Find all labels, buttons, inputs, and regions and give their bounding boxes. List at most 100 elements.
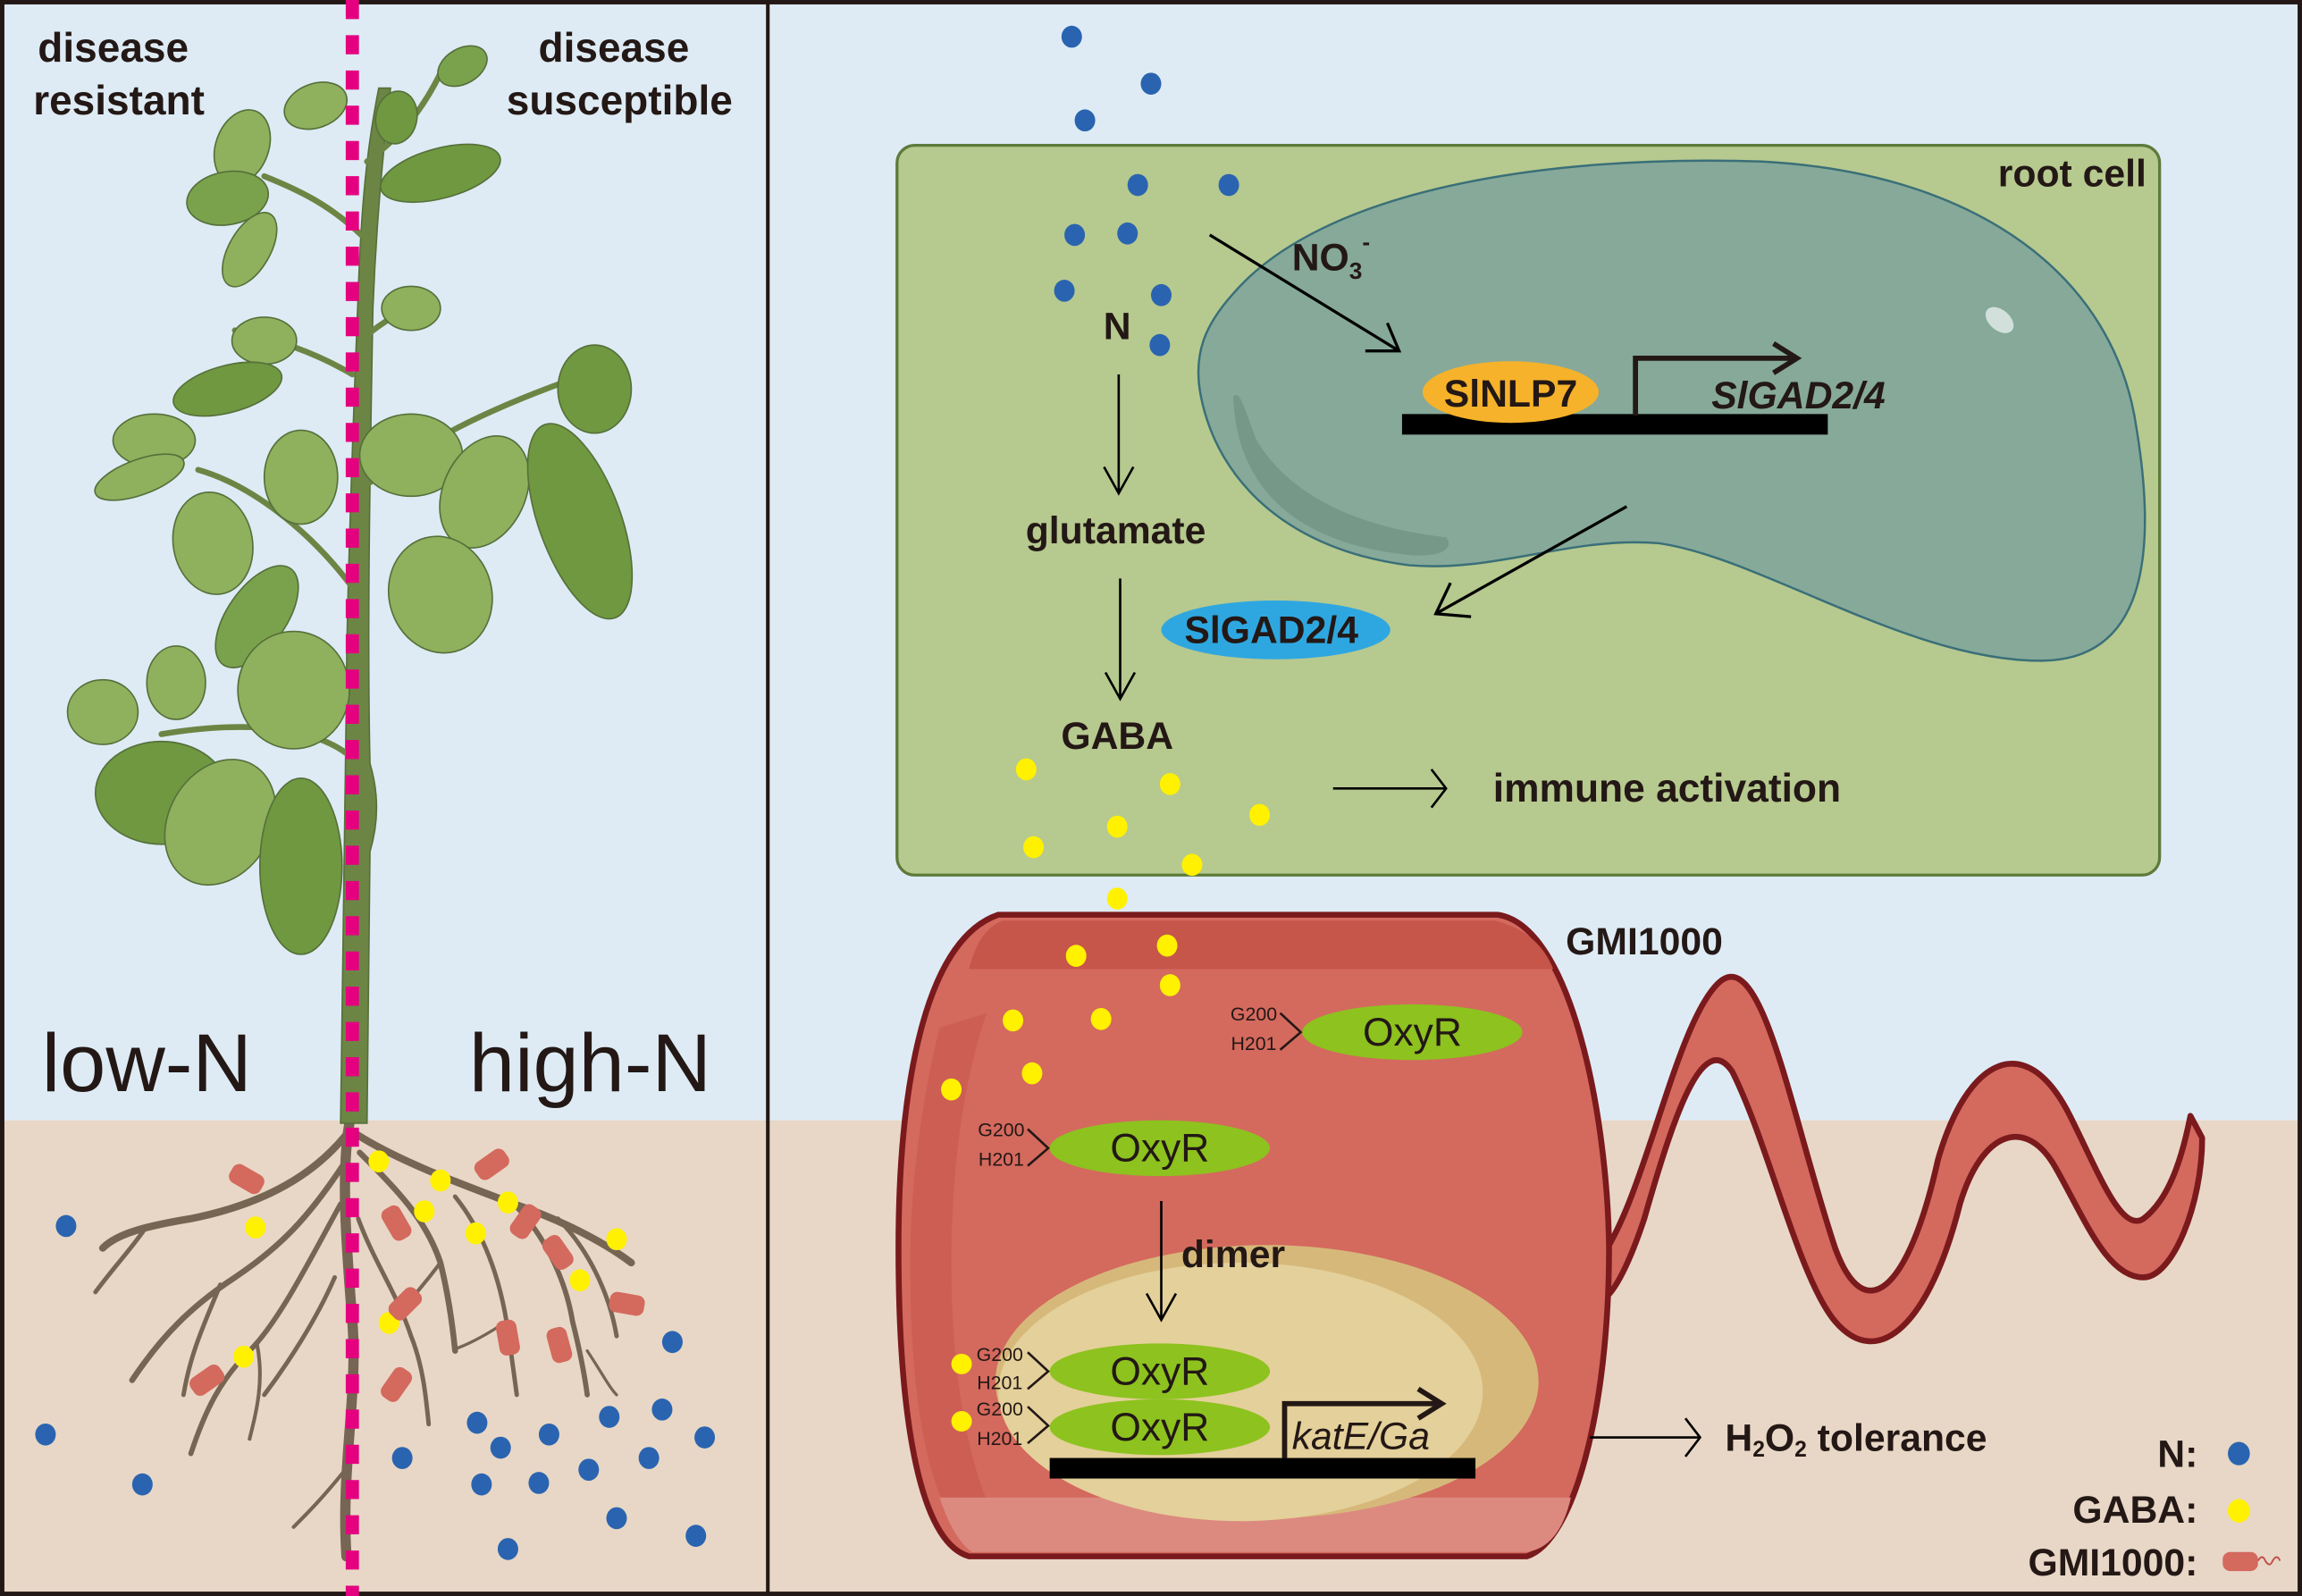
gaba-label: GABA — [1061, 715, 1173, 758]
nitrogen-dot — [391, 1447, 413, 1469]
immune-activation-label: immune activation — [1493, 767, 1841, 811]
nucleus-highlight — [1985, 307, 2014, 333]
nucleus-shade — [1233, 395, 1449, 556]
legend-label-gmi1000: GMI1000: — [2028, 1541, 2197, 1584]
gaba-dot — [245, 1216, 266, 1239]
nitrogen-label: N — [1104, 306, 1131, 349]
bacterium-cell — [381, 1205, 412, 1241]
nucleus — [1197, 159, 2147, 662]
nitrogen-dot — [1117, 222, 1138, 245]
arrow-gene-to-enzyme — [1433, 505, 1628, 618]
oxyr-protein — [1049, 1120, 1271, 1177]
gaba-dot — [1106, 815, 1128, 838]
nitrogen-dot — [578, 1458, 600, 1482]
arrow-n-to-glutamate — [1103, 374, 1135, 496]
disease-resistant-line1: disease — [38, 24, 189, 71]
oxyr-dimer-top: OxyR G200 H201 — [951, 1343, 1271, 1399]
nitrogen-dot — [471, 1473, 492, 1496]
nitrogen-dot — [466, 1411, 488, 1434]
oxyr-label: OxyR — [1110, 1406, 1209, 1449]
legend-item-n: N: — [2157, 1432, 2250, 1475]
nitrogen-dot — [651, 1399, 673, 1421]
gaba-dot — [1106, 887, 1128, 910]
bacterium-gaba-dots — [941, 934, 1180, 1101]
oxyr-monomer-2: OxyR G200 H201 — [978, 1120, 1271, 1177]
h2o2-sub1: 2 — [1752, 1438, 1765, 1462]
residue-bracket — [1279, 1012, 1303, 1051]
nitrogen-dot — [606, 1507, 627, 1530]
nitrogen-dot — [685, 1525, 707, 1547]
gaba-dot — [430, 1169, 451, 1192]
h2o2-tolerance-label: H2O2 tolerance — [1725, 1416, 1987, 1462]
gaba-dot-icon — [2228, 1499, 2250, 1523]
disease-susceptible-line2: susceptible — [507, 77, 733, 123]
residue-g200: G200 — [978, 1120, 1024, 1141]
nitrogen-dot — [1149, 333, 1171, 357]
root-cell-title: root cell — [1998, 153, 2147, 196]
bacterium-cell — [542, 1235, 574, 1271]
oxyr-label: OxyR — [1110, 1127, 1209, 1171]
gaba-dot — [1015, 758, 1037, 781]
nitrogen-dot — [638, 1447, 660, 1469]
bacterium-cell — [189, 1364, 225, 1396]
gaba-dot — [1159, 773, 1180, 795]
gaba-dot — [1065, 945, 1087, 967]
residue-h201: H201 — [977, 1428, 1022, 1449]
nitrogen-dot-icon — [2228, 1441, 2250, 1466]
nitrogen-dot — [528, 1472, 550, 1494]
arrow-dimerization — [1145, 1201, 1178, 1323]
flagellum-icon — [2256, 1556, 2281, 1566]
h2o2-suffix: tolerance — [1807, 1416, 1987, 1459]
nitrogen-dot — [1064, 223, 1086, 247]
root-gaba-dots — [233, 1150, 627, 1368]
disease-susceptible-line1: disease — [539, 24, 690, 71]
gaba-dot — [414, 1200, 435, 1222]
bacterium-left-band — [910, 1012, 999, 1527]
residue-h201: H201 — [979, 1149, 1024, 1171]
arrow-immune — [1332, 769, 1448, 809]
oxyr-label: OxyR — [1363, 1011, 1462, 1054]
dimer-label: dimer — [1181, 1233, 1285, 1276]
bacterium-cell — [474, 1148, 509, 1180]
glutamate-label: glutamate — [1026, 509, 1206, 552]
gad-enzyme-label: SlGAD2/4 — [1184, 609, 1358, 652]
nitrogen-dot — [1127, 173, 1148, 197]
disease-resistant-line2: resistant — [33, 77, 205, 123]
residue-g200: G200 — [977, 1399, 1023, 1420]
nucleoid-inner — [998, 1263, 1483, 1522]
bacterium-bottom-band — [939, 1497, 1571, 1552]
residue-g200: G200 — [977, 1344, 1023, 1365]
gaba-dot — [465, 1222, 486, 1245]
gaba-bound-dot — [951, 1410, 972, 1432]
plant-leaves — [66, 45, 634, 955]
nitrogen-dot — [1218, 173, 1239, 197]
legend-item-gaba: GABA: — [2072, 1489, 2250, 1532]
plant-panel: disease resistant disease susceptible lo… — [33, 0, 733, 1596]
gaba-dot — [497, 1191, 518, 1214]
arrow-h2o2 — [1590, 1417, 1702, 1457]
legend: N: GABA: GMI1000: — [2028, 1432, 2281, 1584]
root-cell: root cell N glutamate GABA NO3- SlNLP7 S — [895, 144, 2162, 910]
h2o2-o: O — [1765, 1416, 1794, 1459]
legend-label-n: N: — [2157, 1432, 2197, 1475]
gmi1000-title: GMI1000 — [1566, 920, 1723, 963]
legend-label-gaba: GABA: — [2072, 1489, 2197, 1532]
arrow-glutamate-to-gaba — [1104, 578, 1137, 701]
nlp7-label: SlNLP7 — [1444, 373, 1578, 416]
residue-bracket — [1027, 1406, 1050, 1445]
legend-item-gmi1000: GMI1000: — [2028, 1541, 2281, 1584]
no3-superscript: - — [1362, 228, 1370, 255]
gaba-dot — [1021, 1062, 1043, 1085]
sky-nitrogen-dots — [1061, 25, 1162, 132]
residue-bracket — [1027, 1128, 1050, 1167]
nitrogen-dot — [1074, 109, 1096, 132]
gaba-dot — [1003, 1009, 1024, 1032]
no3-base: NO — [1292, 236, 1349, 279]
nitrogen-dot — [1061, 25, 1082, 48]
bacterium-cell — [546, 1326, 573, 1364]
bacterium-cell — [509, 1204, 542, 1239]
katE-dna-bar — [1049, 1457, 1476, 1479]
bacterium-cell — [381, 1366, 413, 1402]
